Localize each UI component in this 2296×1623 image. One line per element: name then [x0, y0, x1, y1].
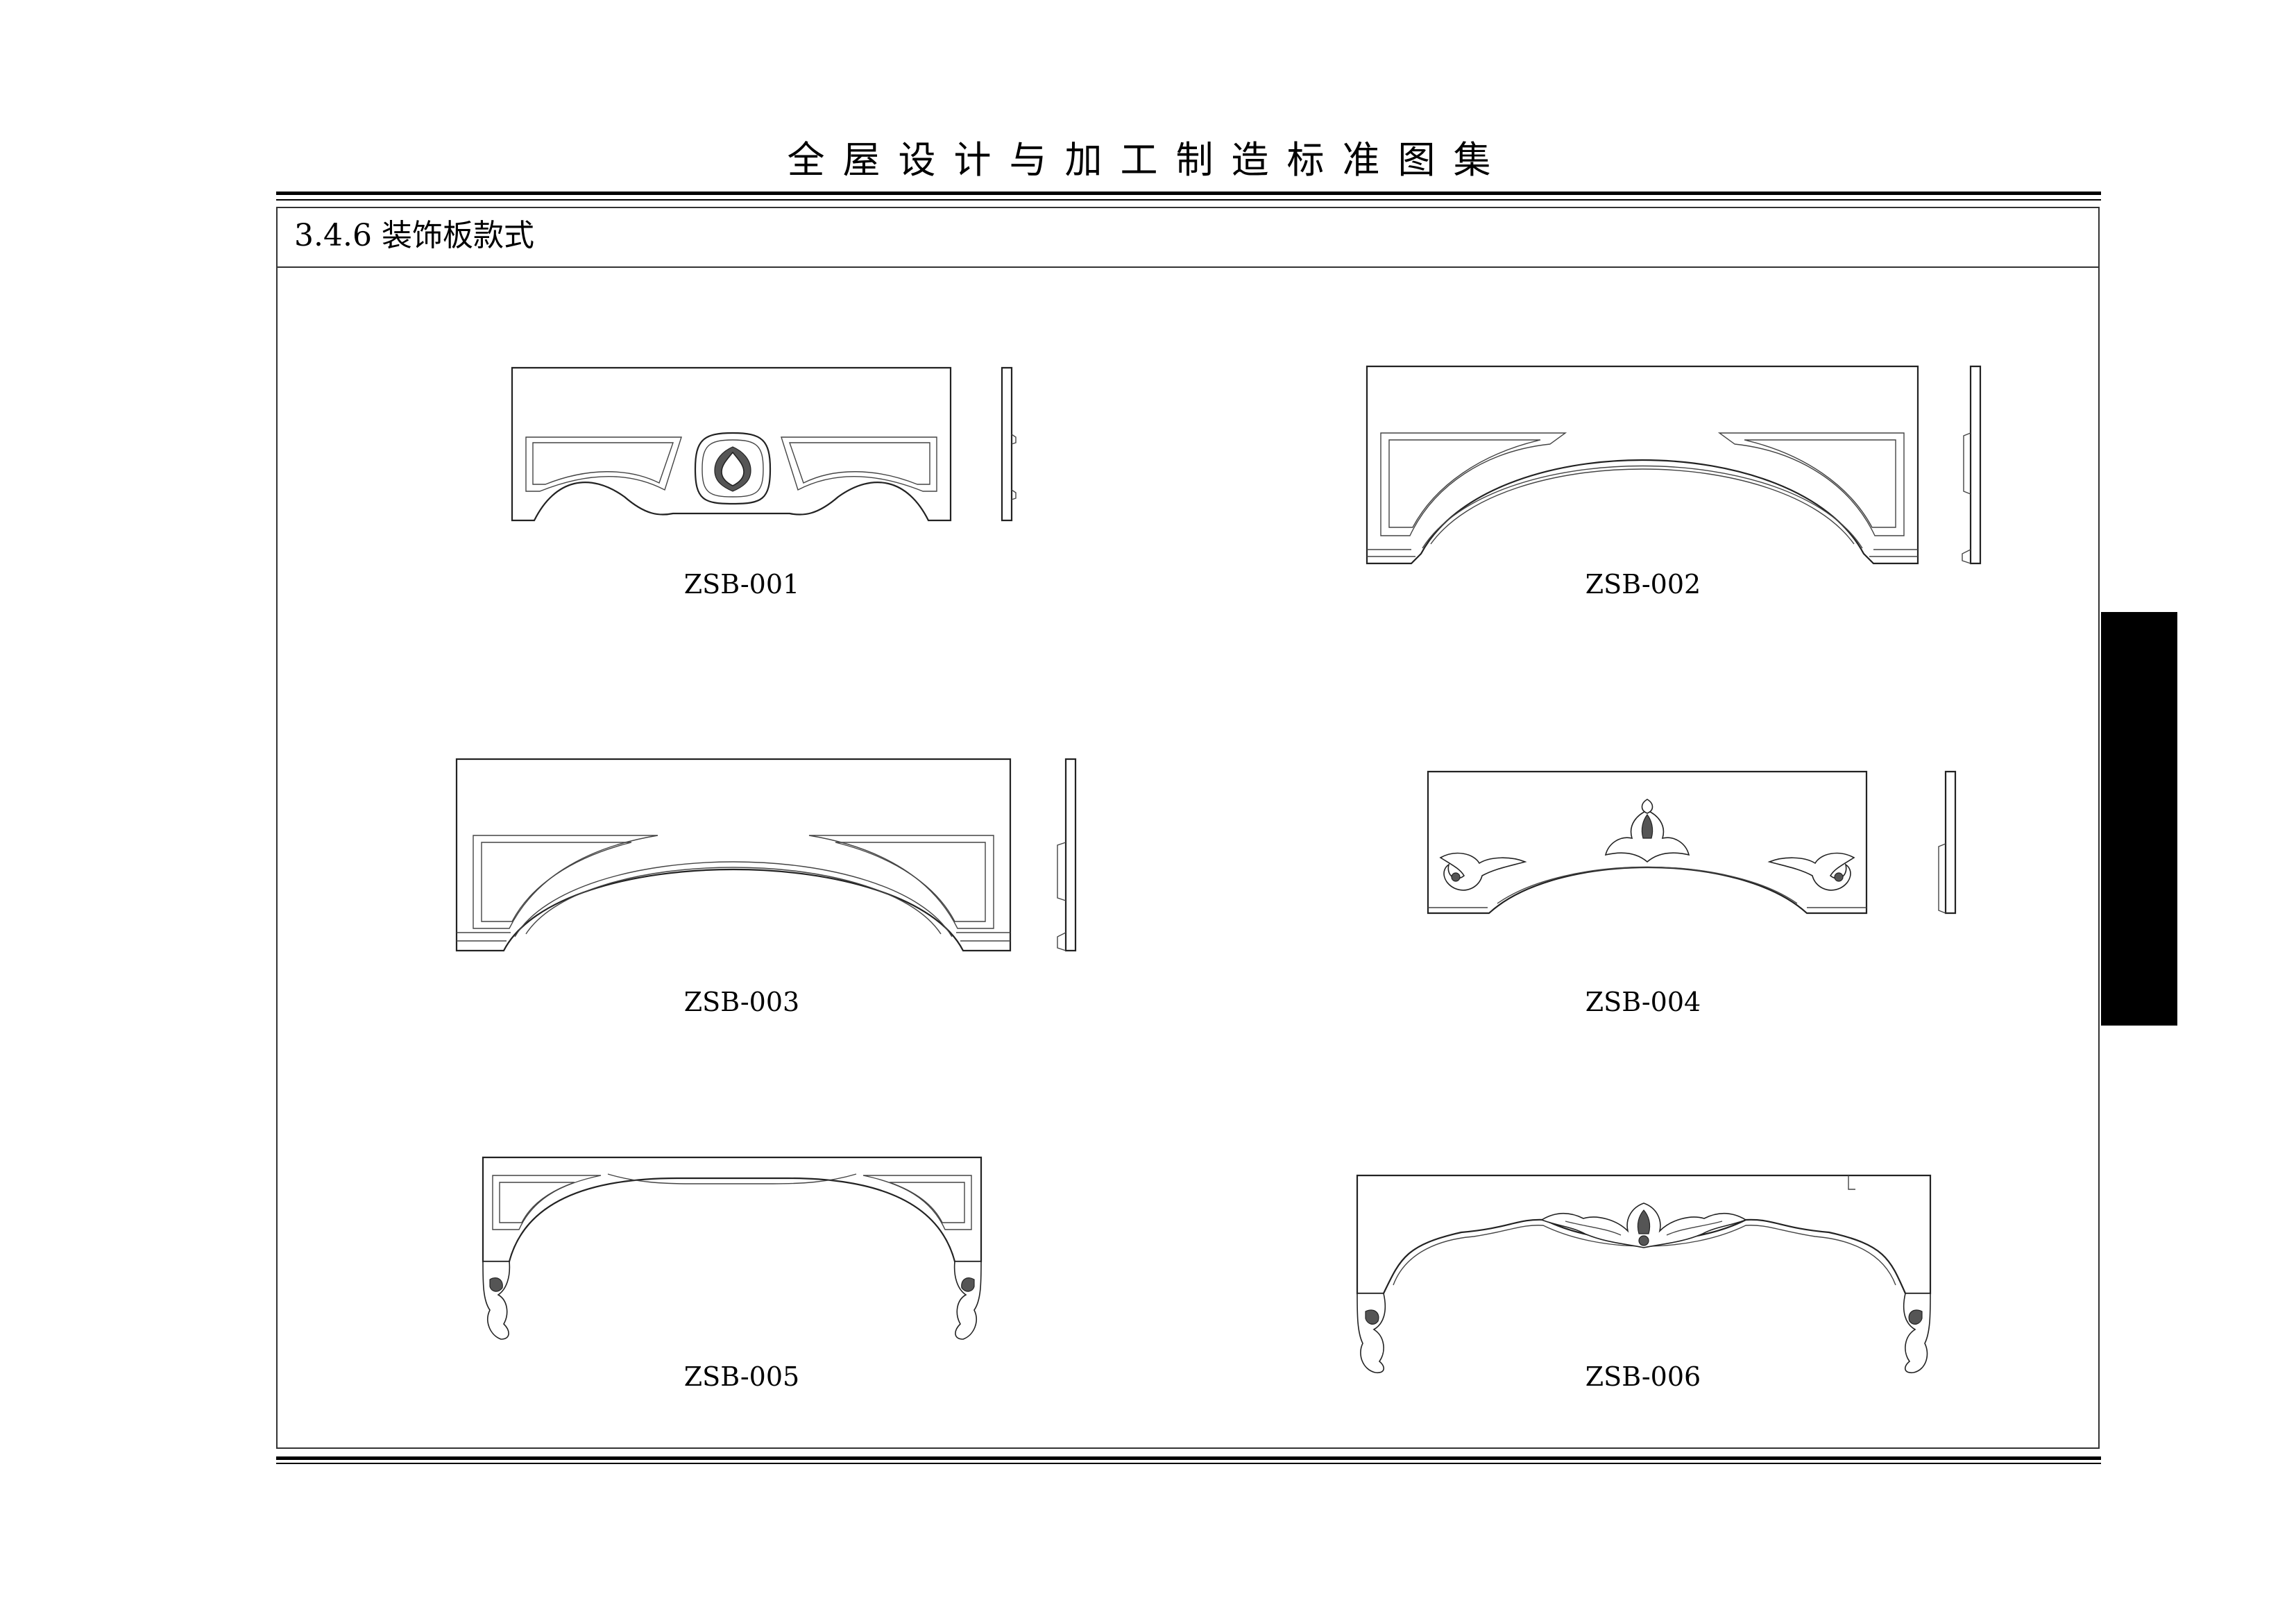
panel-code-zsb-006: ZSB-006 — [1585, 1361, 1701, 1392]
panel-code-zsb-003: ZSB-003 — [683, 987, 800, 1017]
page-title: 全屋设计与加工制造标准图集 — [787, 138, 1509, 182]
panel-drawing-zsb-005 — [483, 1157, 989, 1345]
panel-drawing-zsb-006 — [1357, 1175, 1940, 1370]
panel-code-zsb-001: ZSB-001 — [683, 569, 800, 600]
chapter-tab — [2101, 612, 2177, 1026]
section-bar: 3.4.6 装饰板款式 — [276, 207, 2100, 268]
panel-code-zsb-004: ZSB-004 — [1585, 987, 1701, 1017]
panel-code-zsb-005: ZSB-005 — [683, 1361, 800, 1392]
footer-rule-thin — [276, 1463, 2101, 1464]
section-heading: 3.4.6 装饰板款式 — [294, 218, 534, 253]
panel-drawing-zsb-004 — [1428, 772, 1955, 924]
header-rule-thick — [276, 192, 2101, 195]
panel-drawing-zsb-002 — [1367, 366, 1991, 575]
panel-code-zsb-002: ZSB-002 — [1585, 569, 1701, 600]
header-rule-thin — [276, 199, 2101, 201]
drawing-frame — [276, 207, 2100, 1449]
panel-drawing-zsb-001 — [512, 368, 1039, 527]
panel-drawing-zsb-003 — [457, 759, 1081, 967]
footer-rule-thick — [276, 1456, 2101, 1460]
